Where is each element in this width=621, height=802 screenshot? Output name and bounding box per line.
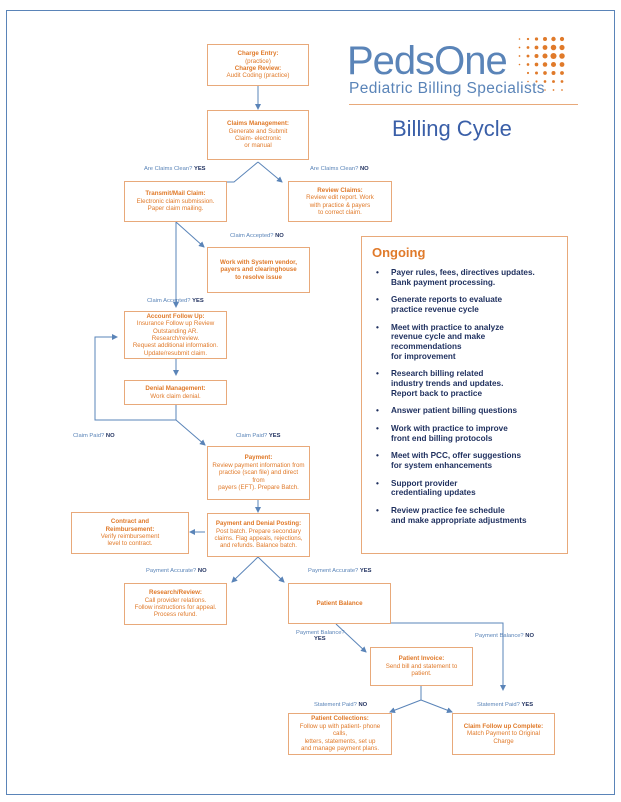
- denial-management-box: Denial Management: Work claim denial.: [124, 380, 227, 405]
- decision-label: Statement Paid? YES: [477, 702, 534, 708]
- ongoing-item: Answer patient billing questions: [372, 406, 557, 416]
- ongoing-item: Meet with practice to analyze revenue cy…: [372, 323, 557, 361]
- box-title: Transmit/Mail Claim:: [145, 190, 206, 198]
- box-title: Contract and Reimbursement:: [105, 518, 155, 533]
- patient-balance-box: Patient Balance: [288, 583, 391, 624]
- box-title: Payment and Denial Posting:: [215, 520, 302, 528]
- decision-label: Payment Balance? NO: [475, 633, 534, 639]
- decision-label: Payment Balance?YES: [296, 630, 345, 642]
- payment-box: Payment: Review payment information from…: [207, 446, 310, 500]
- patient-invoice-box: Patient Invoice: Send bill and statement…: [370, 647, 473, 686]
- charge-entry-title: Charge Entry:: [237, 50, 279, 58]
- box-body: Match Payment to Original Charge: [467, 730, 540, 745]
- decision-label: Claim Paid? NO: [73, 433, 115, 439]
- patient-collections-box: Patient Collections: Follow up with pati…: [288, 713, 392, 755]
- ongoing-item: Review practice fee schedule and make ap…: [372, 506, 557, 525]
- box-title: Patient Collections:: [311, 715, 369, 723]
- decision-label: Are Claims Clean? YES: [144, 166, 206, 172]
- box-title: Claims Management:: [227, 120, 289, 128]
- decision-label: Payment Accurate? NO: [146, 568, 207, 574]
- box-body: Send bill and statement to patient.: [385, 662, 458, 678]
- page-border: [6, 10, 615, 795]
- ongoing-title: Ongoing: [372, 245, 426, 260]
- box-body: Review payment information from practice…: [212, 461, 305, 492]
- decision-label: Claim Paid? YES: [236, 433, 281, 439]
- logo-dots-icon: [518, 36, 565, 91]
- logo-divider: [349, 104, 578, 105]
- logo-text: PedsOne: [347, 39, 508, 83]
- work-vendor-box: Work with System vendor, payers and clea…: [207, 247, 310, 293]
- decision-label: Claim Accepted? YES: [147, 298, 204, 304]
- box-title: Claim Follow up Complete:: [463, 722, 544, 730]
- charge-entry-body: (practice): [245, 57, 271, 65]
- ongoing-item: Support provider credentialing updates: [372, 479, 557, 498]
- account-follow-up-box: Account Follow Up: Insurance Follow up R…: [124, 311, 227, 359]
- ongoing-list: Payer rules, fees, directives updates. B…: [372, 268, 557, 525]
- ongoing-item: Research billing related industry trends…: [372, 369, 557, 398]
- box-body: Electronic claim submission. Paper claim…: [136, 197, 215, 213]
- charge-review-body: Audit Coding (practice): [226, 72, 290, 80]
- decision-label: Payment Accurate? YES: [308, 568, 372, 574]
- page-title: Billing Cycle: [392, 116, 512, 141]
- box-title: Work with System vendor, payers and clea…: [220, 258, 297, 281]
- box-body: Follow up with patient- phone calls, let…: [299, 722, 381, 753]
- decision-label: Are Claims Clean? NO: [310, 166, 369, 172]
- box-title: Research/Review:: [149, 589, 202, 597]
- charge-review-title: Charge Review:: [234, 65, 282, 72]
- ongoing-item: Payer rules, fees, directives updates. B…: [372, 268, 557, 287]
- box-title: Denial Management:: [145, 385, 206, 393]
- box-body: Review edit report. Work with practice &…: [306, 194, 374, 216]
- review-claims-box: Review Claims: Review edit report. Work …: [288, 181, 392, 222]
- ongoing-item: Work with practice to improve front end …: [372, 424, 557, 443]
- ongoing-item: Meet with PCC, offer suggestions for sys…: [372, 451, 557, 470]
- logo-tagline: Pediatric Billing Specialists: [349, 80, 545, 97]
- claim-complete-box: Claim Follow up Complete: Match Payment …: [452, 713, 555, 755]
- box-title: Patient Invoice:: [398, 655, 445, 663]
- box-body: Verify reimbursement level to contract.: [100, 533, 160, 548]
- payment-posting-box: Payment and Denial Posting: Post batch. …: [207, 513, 310, 557]
- box-body: Call provider relations. Follow instruct…: [134, 596, 217, 619]
- box-body: Work claim denial.: [150, 392, 201, 400]
- transmit-claim-box: Transmit/Mail Claim: Electronic claim su…: [124, 181, 227, 222]
- decision-label: Statement Paid? NO: [314, 702, 368, 708]
- box-body: Generate and Submit Claim- electronic or…: [228, 127, 288, 150]
- contract-reimbursement-box: Contract and Reimbursement: Verify reimb…: [71, 512, 189, 554]
- ongoing-item: Generate reports to evaluate practice re…: [372, 295, 557, 314]
- box-body: Insurance Follow up Review Outstanding A…: [132, 320, 219, 357]
- box-title: Account Follow Up:: [146, 312, 205, 320]
- claims-management-box: Claims Management: Generate and Submit C…: [207, 110, 309, 160]
- box-title: Patient Balance: [316, 599, 363, 607]
- box-title: Review Claims:: [317, 186, 363, 194]
- ongoing-panel: Ongoing Payer rules, fees, directives up…: [361, 236, 568, 554]
- box-body: Post batch. Prepare secondary claims. Fl…: [214, 527, 303, 550]
- charge-entry-box: Charge Entry: (practice) Charge Review: …: [207, 44, 309, 86]
- box-title: Payment:: [244, 454, 273, 462]
- decision-label: Claim Accepted? NO: [230, 233, 284, 239]
- research-review-box: Research/Review: Call provider relations…: [124, 583, 227, 625]
